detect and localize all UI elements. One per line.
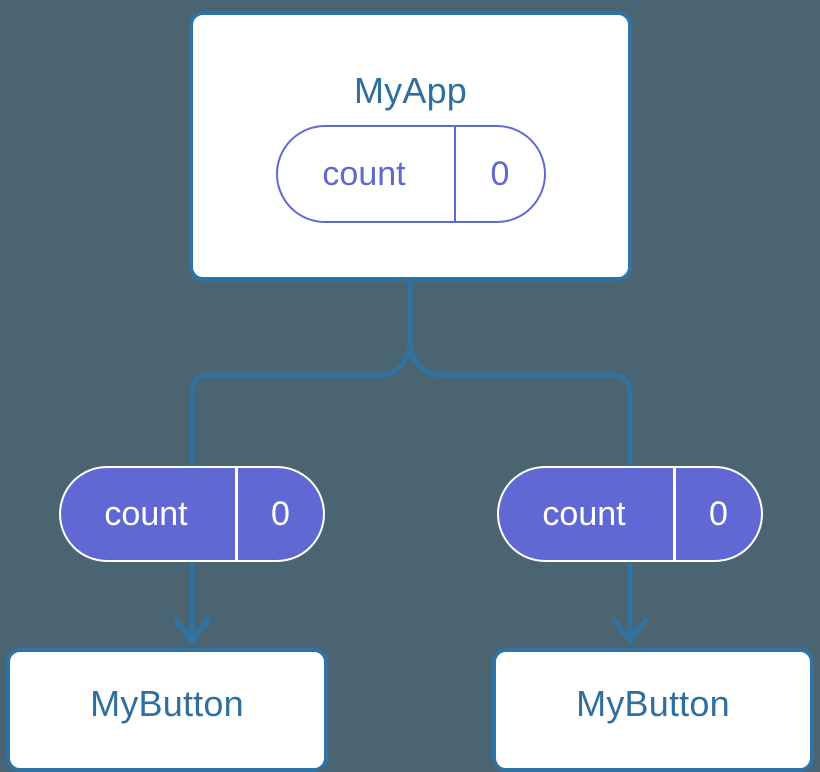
arrow-head-right-icon xyxy=(611,617,649,644)
branch-line-left xyxy=(189,344,413,466)
state-pill-value: 0 xyxy=(454,127,544,221)
prop-pill-key: count xyxy=(104,495,188,533)
prop-pill-right[interactable]: count 0 xyxy=(497,466,763,562)
component-node-mybutton-left[interactable]: MyButton xyxy=(6,648,328,772)
component-node-mybutton-right[interactable]: MyButton xyxy=(492,648,814,772)
arrow-head-left-icon xyxy=(173,617,211,644)
prop-pill-key: count xyxy=(542,495,626,533)
component-title-mybutton: MyButton xyxy=(576,683,730,724)
state-pill-key: count xyxy=(322,155,406,193)
prop-pill-value: 0 xyxy=(673,468,761,560)
prop-pill-left[interactable]: count 0 xyxy=(59,466,325,562)
component-title-mybutton: MyButton xyxy=(90,683,244,724)
state-pill-myapp[interactable]: count 0 xyxy=(276,125,546,223)
branch-line-right xyxy=(407,344,633,466)
prop-pill-value: 0 xyxy=(235,468,323,560)
component-title-myapp: MyApp xyxy=(353,70,468,111)
